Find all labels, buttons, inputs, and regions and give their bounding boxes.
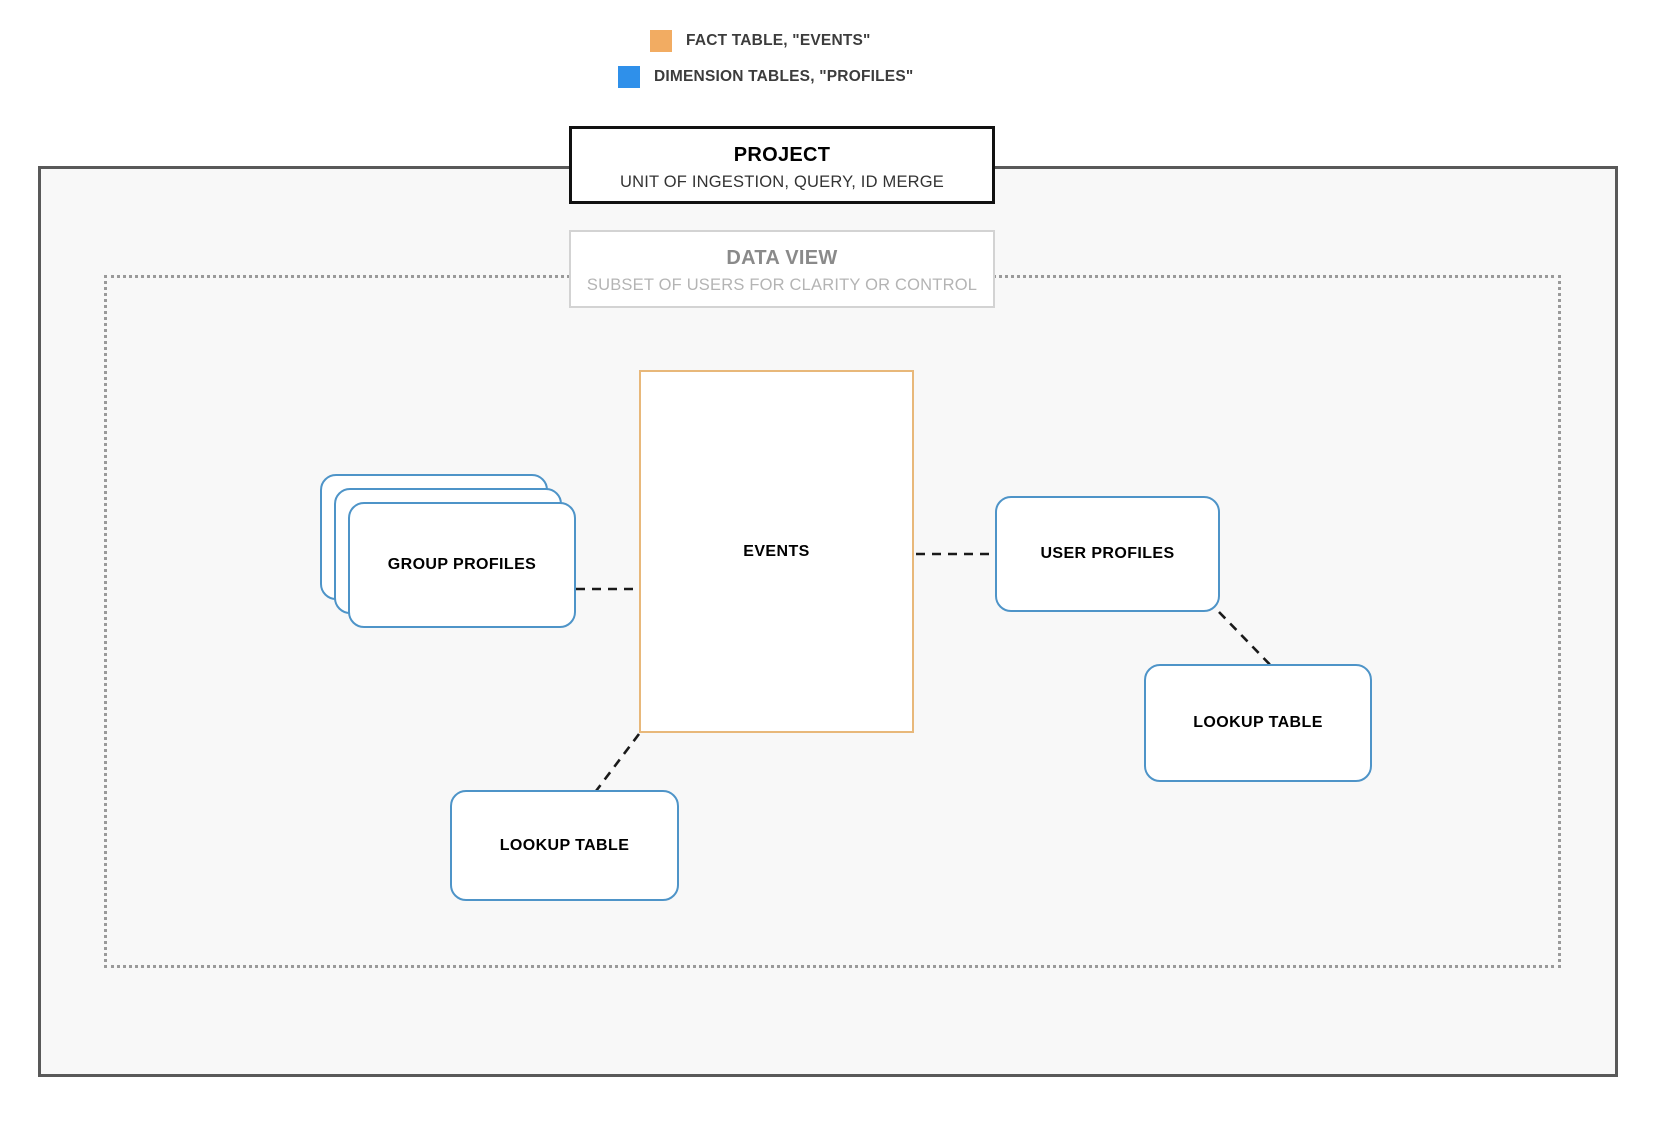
lookup-table-left-label: LOOKUP TABLE <box>499 836 630 854</box>
legend-item-dimension-tables: DIMENSION TABLES, "PROFILES" <box>618 64 913 90</box>
events-fact-table[interactable]: EVENTS <box>639 370 914 733</box>
legend: FACT TABLE, "EVENTS" DIMENSION TABLES, "… <box>0 28 1664 90</box>
project-header-box: PROJECT UNIT OF INGESTION, QUERY, ID MER… <box>569 126 995 204</box>
group-profiles-label: GROUP PROFILES <box>387 556 537 573</box>
user-profiles-table[interactable]: USER PROFILES <box>995 496 1220 612</box>
data-view-title: DATA VIEW <box>726 247 838 269</box>
events-label: EVENTS <box>743 542 810 560</box>
lookup-table-left[interactable]: LOOKUP TABLE <box>450 790 679 901</box>
square-swatch-icon <box>650 30 672 52</box>
project-subtitle: UNIT OF INGESTION, QUERY, ID MERGE <box>619 173 944 191</box>
data-view-header-box: DATA VIEW SUBSET OF USERS FOR CLARITY OR… <box>569 230 995 308</box>
legend-item-fact-table: FACT TABLE, "EVENTS" <box>650 28 871 54</box>
legend-item-label: DIMENSION TABLES, "PROFILES" <box>654 68 914 85</box>
data-view-subtitle: SUBSET OF USERS FOR CLARITY OR CONTROL <box>586 276 978 294</box>
group-profiles-table[interactable]: GROUP PROFILES <box>348 502 576 628</box>
lookup-table-right[interactable]: LOOKUP TABLE <box>1144 664 1372 782</box>
user-profiles-label: USER PROFILES <box>1040 545 1175 562</box>
lookup-table-right-label: LOOKUP TABLE <box>1193 714 1323 731</box>
project-title: PROJECT <box>733 144 831 166</box>
square-swatch-icon <box>618 66 640 88</box>
legend-item-label: FACT TABLE, "EVENTS" <box>686 32 871 49</box>
